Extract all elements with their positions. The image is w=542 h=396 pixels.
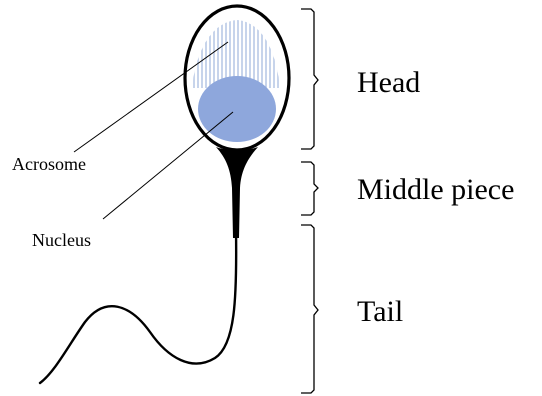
nucleus-pointer-line [103,112,233,219]
acrosome-label: Acrosome [12,154,86,174]
head-bracket [301,9,318,149]
nucleus [198,76,276,142]
tail-label: Tail [357,295,403,328]
middle-piece-bracket [301,162,318,215]
tail [40,230,236,383]
tail-bracket [301,225,318,393]
middle-piece-label: Middle piece [357,173,514,206]
head-label: Head [357,66,420,99]
middle-piece [216,147,258,238]
nucleus-label: Nucleus [32,230,91,250]
